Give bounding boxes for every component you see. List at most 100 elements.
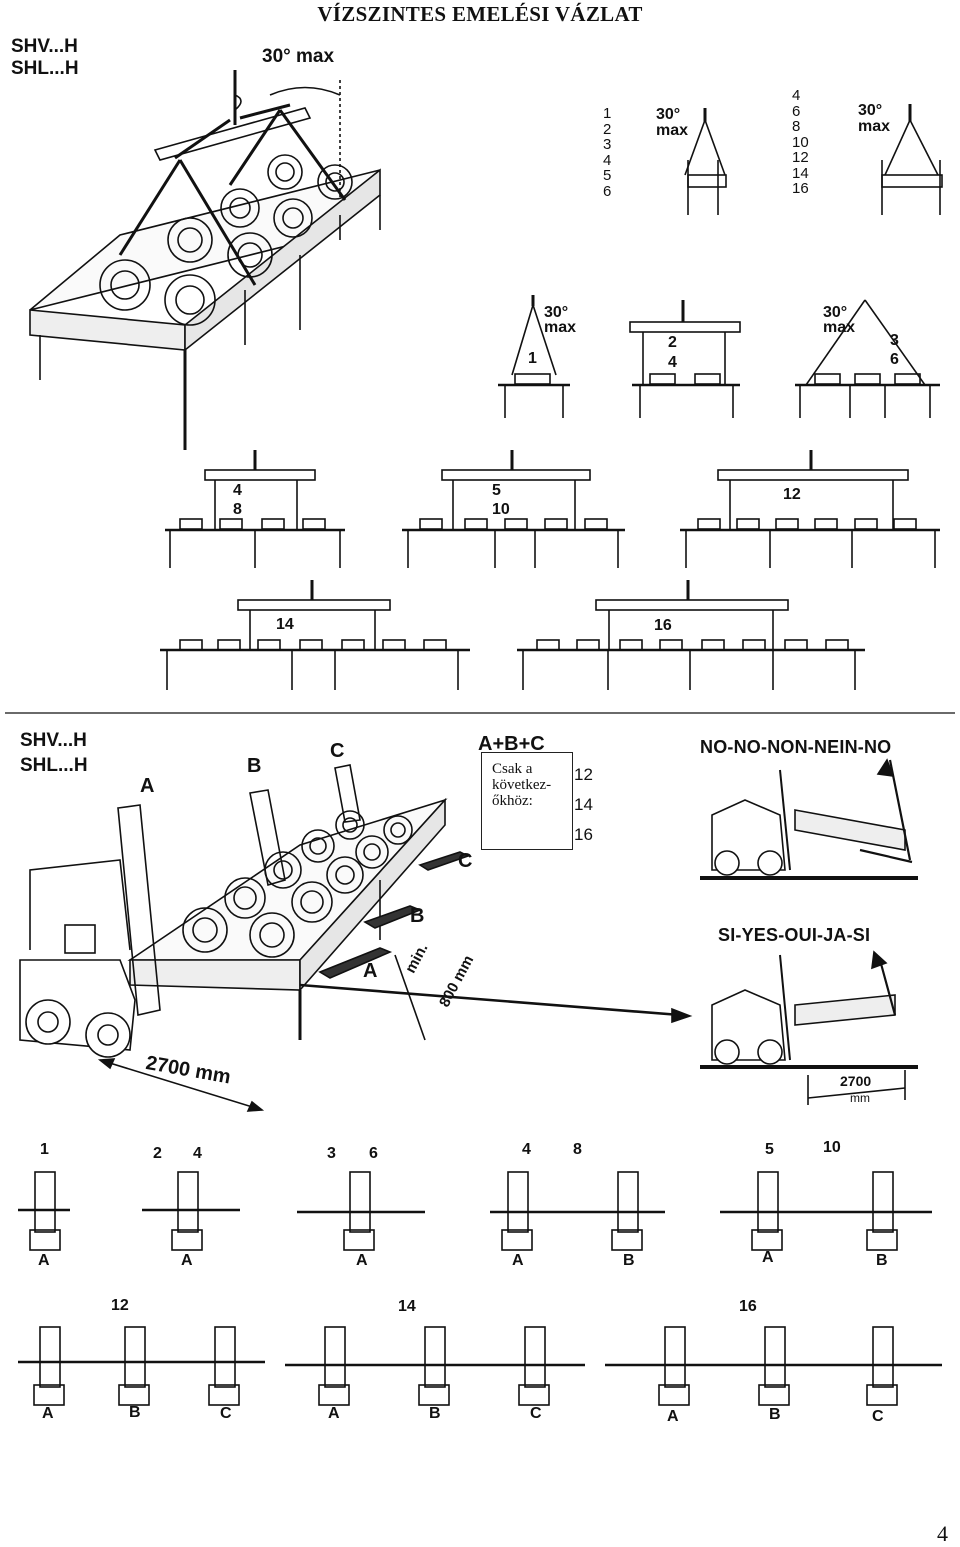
count-b: 4 [668, 354, 677, 371]
count-item: 3 [603, 136, 612, 153]
panel8-fork-c: C [872, 1408, 884, 1425]
beam-count-7: 14 [276, 616, 294, 633]
panel3-fork: A [356, 1252, 368, 1269]
angle-text: 30° [544, 304, 569, 321]
panel3-count-b: 6 [369, 1145, 378, 1162]
panel8-fork-a: A [667, 1408, 679, 1425]
beam-diagram-3 [795, 299, 940, 418]
panel6-fork-b: B [129, 1404, 141, 1421]
forklift-no-illustration [700, 758, 918, 880]
note-box: Csak a következ- őkhöz: [481, 752, 573, 850]
count-b: 10 [492, 501, 510, 518]
note-line: Csak a [492, 761, 533, 777]
beam-diagram-5 [402, 450, 625, 568]
cooler-unit-illustration [29, 70, 381, 450]
beam-diagram-2 [629, 300, 741, 418]
angle-text: 30° [823, 304, 848, 321]
bottom-row1-drawings [18, 1171, 932, 1251]
panel6-fork-a: A [42, 1405, 54, 1422]
model-codes-top: SHV...H SHL...H [11, 36, 79, 80]
panel3-count-a: 3 [327, 1145, 336, 1162]
note-line: őkhöz: [492, 793, 533, 809]
count-item: 16 [574, 825, 593, 844]
panel4-count-b: 8 [573, 1141, 582, 1158]
forklift-illustration [19, 764, 693, 1112]
max-text: max [823, 319, 856, 336]
beam-count-5: 5 10 [492, 481, 510, 519]
count-item: 6 [792, 102, 801, 120]
panel4-count-a: 4 [522, 1141, 531, 1158]
count-item: 1 [603, 105, 612, 122]
yes-dimension-value: 2700 [840, 1073, 872, 1089]
count-b: 6 [890, 351, 899, 368]
fork-label-c: C [330, 740, 345, 762]
beam-count-4: 4 8 [233, 481, 242, 519]
model-code: SHV...H [11, 36, 78, 57]
panel7-count: 14 [398, 1298, 416, 1315]
angle-label: 30° max [262, 46, 335, 67]
small-angle-label-1: 30° max [656, 107, 688, 139]
model-code: SHL...H [20, 755, 88, 776]
panel5-fork-a: A [762, 1249, 774, 1266]
model-code: SHV...H [20, 730, 87, 751]
panel8-fork-b: B [769, 1406, 781, 1423]
panel7-fork-c: C [530, 1405, 542, 1422]
model-code: SHL...H [11, 58, 79, 79]
panel5-count-a: 5 [765, 1141, 774, 1158]
small-angle-label-2: 30° max [858, 103, 890, 135]
panel7-fork-b: B [429, 1405, 441, 1422]
yes-slogan: SI-YES-OUI-JA-SI [718, 925, 871, 945]
angle-text: 30° [656, 106, 681, 123]
beam-diagram-1 [498, 295, 570, 418]
panel6-fork-c: C [220, 1405, 232, 1422]
small-lift-diagram-2 [881, 104, 943, 215]
beam-count-3: 3 6 [890, 331, 899, 369]
page-title: VÍZSZINTES EMELÉSI VÁZLAT [317, 2, 643, 26]
fork-tip-label-c: C [458, 850, 473, 872]
beam-diagram-6 [680, 450, 940, 568]
beam-diagram-4 [165, 450, 345, 568]
panel7-fork-a: A [328, 1405, 340, 1422]
count-item: 4 [603, 151, 612, 169]
panel4-fork-b: B [623, 1252, 635, 1269]
beam-angle-3: 30° max [823, 304, 856, 336]
beam-angle-1: 30° max [544, 304, 577, 336]
panel1-fork: A [38, 1252, 50, 1269]
max-text: max [544, 319, 577, 336]
panel2-count-b: 4 [193, 1145, 202, 1162]
beam-count-6: 12 [783, 486, 801, 503]
page-number: 4 [937, 1521, 948, 1546]
beam-count-8: 16 [654, 617, 672, 634]
beam-count-1: 1 [528, 350, 537, 367]
bottom-row2-drawings [18, 1326, 942, 1406]
panel5-fork-b: B [876, 1252, 888, 1269]
count-item: 14 [792, 164, 809, 182]
model-codes-forklift: SHV...H SHL...H [20, 728, 88, 778]
combined-label: A+B+C [478, 733, 545, 755]
angle-text: 30° [858, 102, 883, 119]
note-counts: 12 14 16 [574, 760, 593, 850]
panel5-count-b: 10 [823, 1139, 841, 1156]
small-lift-diagram-1 [684, 108, 727, 215]
count-item: 4 [792, 87, 801, 104]
count-item: 12 [792, 149, 809, 166]
panel8-count: 16 [739, 1298, 757, 1315]
count-item: 6 [603, 182, 612, 200]
panel1-count: 1 [40, 1141, 49, 1158]
note-line: következ- [492, 777, 552, 793]
count-list-left: 1 2 3 4 5 6 [603, 106, 611, 199]
beam-diagram-7 [160, 580, 470, 690]
max-text: max [656, 122, 689, 139]
yes-dimension-unit: mm [850, 1091, 870, 1105]
panel2-count-a: 2 [153, 1145, 162, 1162]
fork-tip-label-b: B [410, 905, 425, 927]
count-item: 2 [603, 120, 612, 138]
count-b: 8 [233, 501, 242, 518]
count-a: 3 [890, 332, 899, 349]
fork-tip-label-a: A [363, 960, 378, 982]
count-item: 10 [792, 133, 809, 151]
forklift-yes-illustration [700, 950, 918, 1105]
count-item: 16 [792, 180, 809, 197]
count-item: 14 [574, 795, 593, 814]
